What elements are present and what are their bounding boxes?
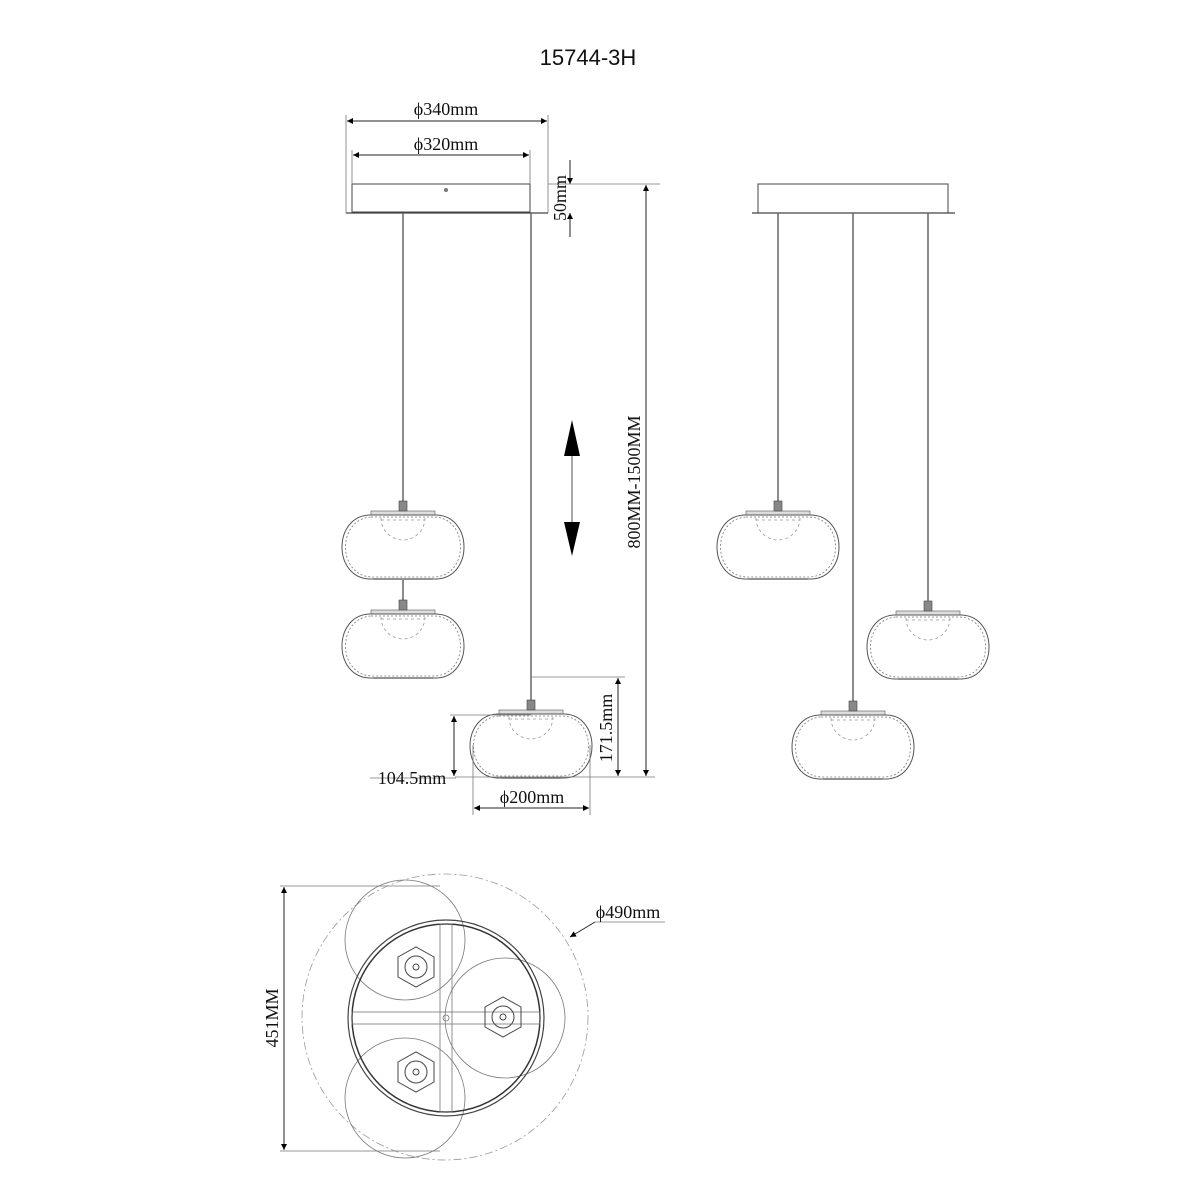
dim-canopy-inner: ϕ320mm [414, 134, 478, 154]
dim-shade-diameter: ϕ200mm [500, 787, 564, 807]
dim-top-diameter: ϕ490mm [596, 902, 660, 922]
dim-top-height: 451MM [262, 988, 282, 1047]
dim-drop-range: 800MM-1500MM [624, 415, 644, 548]
side-view [716, 183, 990, 780]
dim-shade-body-height: 104.5mm [378, 768, 447, 788]
drawing-title: 15744-3H [540, 45, 637, 70]
dim-canopy-outer: ϕ340mm [414, 99, 478, 119]
top-view: 451MM ϕ490mm [262, 873, 665, 1161]
front-view: ϕ340mm ϕ320mm 50mm 800MM-1500MM 171.5mm [341, 99, 660, 815]
dim-shade-total-height: 171.5mm [596, 694, 616, 763]
canopy [351, 183, 531, 213]
dim-canopy-height: 50mm [550, 175, 570, 221]
